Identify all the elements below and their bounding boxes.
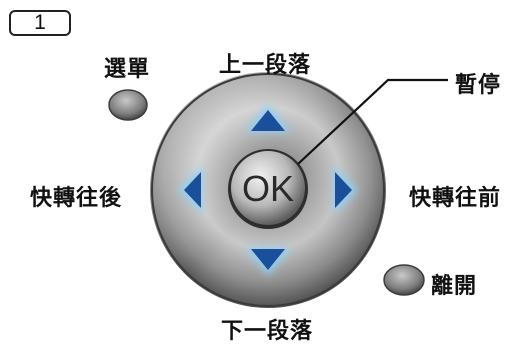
rewind-label: 快轉往後 <box>30 186 123 211</box>
up-arrow-button[interactable] <box>251 110 285 131</box>
pause-label: 暫停 <box>455 73 502 98</box>
fast-forward-label: 快轉往前 <box>409 186 502 211</box>
exit-label: 離開 <box>431 274 478 299</box>
next-paragraph-label: 下一段落 <box>221 319 314 344</box>
left-arrow-button[interactable] <box>184 172 201 208</box>
ok-button-label: OK <box>242 168 294 209</box>
ok-button[interactable] <box>231 151 305 225</box>
prev-paragraph-label: 上一段落 <box>219 53 312 78</box>
right-arrow-button[interactable] <box>335 172 352 208</box>
menu-label: 選單 <box>104 57 151 82</box>
down-arrow-button[interactable] <box>251 249 285 270</box>
menu-button[interactable] <box>108 89 148 121</box>
step-number-box: 1 <box>9 10 71 36</box>
exit-button[interactable] <box>383 264 425 296</box>
pause-leader-line <box>297 78 448 165</box>
